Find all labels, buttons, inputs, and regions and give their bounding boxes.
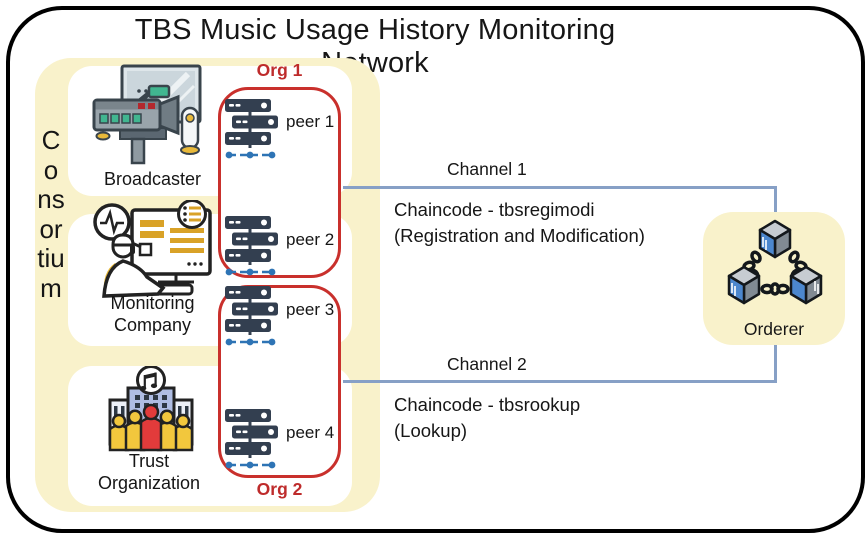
trust-organization-icon (108, 366, 194, 452)
channel-2-chaincode-name: Chaincode - tbsrookup (394, 394, 581, 415)
channel-2-line (343, 380, 777, 383)
org-2-label: Org 2 (256, 479, 303, 499)
orderer-label: Orderer (743, 319, 805, 339)
peer-4-label: peer 4 (286, 423, 335, 442)
peer-2-label: peer 2 (286, 230, 335, 249)
peer-1-label: peer 1 (286, 112, 335, 131)
peer-3-server-icon (225, 286, 278, 346)
peer-4-server-icon (225, 409, 278, 469)
channel-1-label: Channel 1 (447, 159, 527, 179)
broadcaster-icon (92, 64, 202, 165)
monitoring-company-label: Monitoring Company (110, 293, 195, 335)
channel-1-line (343, 186, 777, 189)
channel-1-connector (774, 186, 777, 214)
channel-2-chaincode-description: (Lookup) (394, 420, 468, 441)
channel-1-chaincode-description: (Registration and Modification) (394, 225, 645, 246)
trust-organization-label: Trust Organization (97, 451, 201, 493)
peer-1-server-icon (225, 99, 278, 159)
consortium-label: Consortium (37, 125, 65, 303)
peer-3-label: peer 3 (286, 300, 335, 319)
channel-2-label: Channel 2 (447, 354, 527, 374)
page-title: TBS Music Usage History Monitoring Netwo… (134, 14, 616, 79)
channel-1-chaincode-name: Chaincode - tbsregimodi (394, 199, 595, 220)
channel-2-chaincode: Chaincode - tbsrookup (Lookup) (394, 392, 580, 444)
org-1-label: Org 1 (256, 60, 303, 80)
orderer-blockchain-icon (727, 219, 823, 305)
peer-2-server-icon (225, 216, 278, 276)
channel-1-chaincode: Chaincode - tbsregimodi (Registration an… (394, 197, 645, 249)
broadcaster-label: Broadcaster (103, 169, 202, 189)
monitoring-company-icon (93, 200, 212, 298)
channel-2-connector (774, 344, 777, 383)
